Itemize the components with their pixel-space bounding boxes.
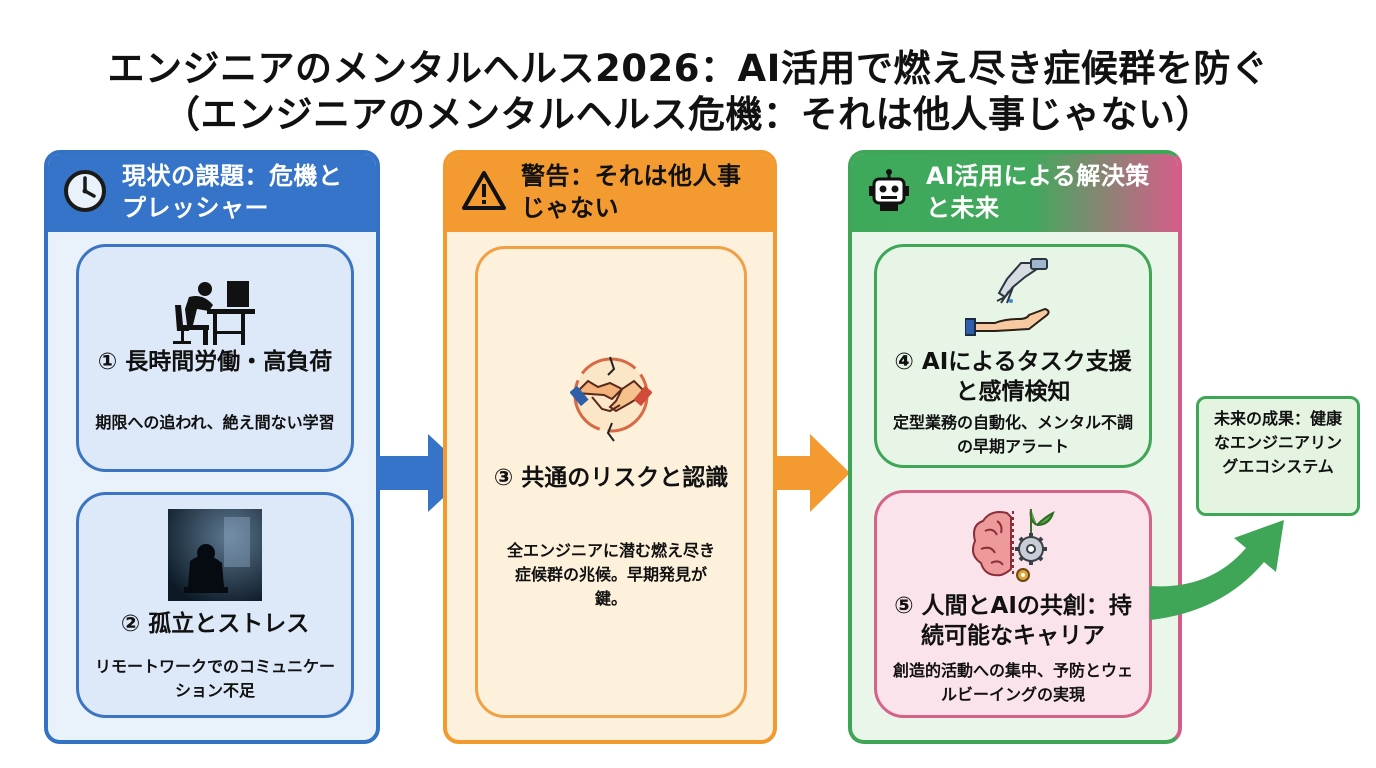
column-header-title: 警告：それは他人事じゃない <box>521 162 742 222</box>
overworked-person-icon <box>79 275 351 347</box>
brain-gear-icon <box>877 503 1149 587</box>
card-description: 定型業務の自動化、メンタル不調の早期アラート <box>892 413 1133 456</box>
card-common-risk: ③ 共通のリスクと認識 全エンジニアに潜む燃え尽き症候群の兆候。早期発見が鍵。 <box>475 246 747 718</box>
card-title: ② 孤立とストレス <box>120 611 310 637</box>
robot-hand-icon <box>877 257 1149 339</box>
card-title: ⑤ 人間とAIの共創：持続可能なキャリア <box>894 593 1132 649</box>
card-isolation: ② 孤立とストレス リモートワークでのコミュニケーション不足 <box>76 492 354 718</box>
column-header-current: 現状の課題：危機とプレッシャー <box>48 154 376 232</box>
future-outcome-text: 未来の成果：健康なエンジニアリングエコシステム <box>1213 409 1342 476</box>
card-description: 創造的活動への集中、予防とウェルビーイングの実現 <box>892 661 1133 704</box>
card-title: ① 長時間労働・高負荷 <box>97 349 333 375</box>
card-description: 期限への追われ、絶え間ない学習 <box>95 413 335 432</box>
card-description: 全エンジニアに潜む燃え尽き症候群の兆候。早期発見が鍵。 <box>506 541 715 608</box>
column-solution: AI活用による解決策と未来 ④ AIによるタスク支援と感情検知 定型業務の自動化… <box>848 150 1182 744</box>
card-ai-support: ④ AIによるタスク支援と感情検知 定型業務の自動化、メンタル不調の早期アラート <box>874 244 1152 468</box>
column-warning: 警告：それは他人事じゃない ③ 共通のリスクと認識 全エンジニアに潜む燃え尽き症… <box>443 150 777 744</box>
column-header-warning: 警告：それは他人事じゃない <box>447 154 773 232</box>
isolated-person-icon <box>79 509 351 601</box>
future-outcome-box: 未来の成果：健康なエンジニアリングエコシステム <box>1196 396 1360 516</box>
flow-arrow-future <box>1150 520 1284 620</box>
robot-icon <box>866 168 912 214</box>
broken-handshake-icon <box>478 353 744 443</box>
card-title: ④ AIによるタスク支援と感情検知 <box>894 349 1132 405</box>
page-subtitle: （エンジニアのメンタルヘルス危機：それは他人事じゃない） <box>163 93 1213 136</box>
warning-triangle-icon <box>461 168 507 214</box>
column-current-issues: 現状の課題：危機とプレッシャー ① 長時間労働・高負荷 期限への追われ、絶え間な… <box>44 150 380 744</box>
flow-arrow-2 <box>774 434 850 512</box>
column-header-title: 現状の課題：危機とプレッシャー <box>122 162 343 222</box>
card-overwork: ① 長時間労働・高負荷 期限への追われ、絶え間ない学習 <box>76 244 354 472</box>
card-title: ③ 共通のリスクと認識 <box>493 465 729 491</box>
clock-icon <box>62 168 108 214</box>
card-description: リモートワークでのコミュニケーション不足 <box>94 657 335 700</box>
card-human-ai-cocreation: ⑤ 人間とAIの共創：持続可能なキャリア 創造的活動への集中、予防とウェルビーイ… <box>874 490 1152 718</box>
column-header-title: AI活用による解決策と未来 <box>926 162 1150 222</box>
column-header-solution: AI活用による解決策と未来 <box>852 154 1178 232</box>
page-title: エンジニアのメンタルヘルス2026：AI活用で燃え尽き症候群を防ぐ <box>107 47 1269 90</box>
